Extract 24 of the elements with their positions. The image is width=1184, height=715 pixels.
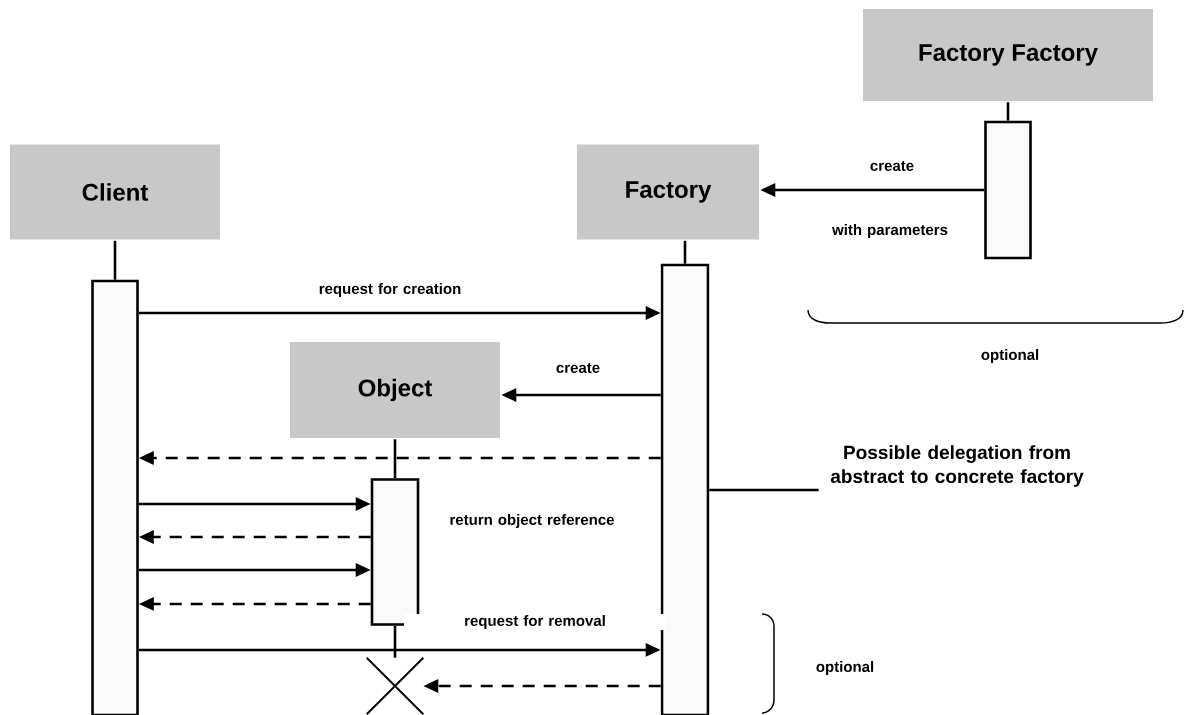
- lifeline: [393, 625, 397, 658]
- edge-label: create: [870, 161, 914, 171]
- edge-label: request for removal: [465, 615, 605, 629]
- edge-label: request for creation: [319, 283, 461, 297]
- activation-bar: [370, 478, 420, 626]
- edge-label: create: [556, 363, 600, 373]
- connector-line: [709, 488, 819, 492]
- note-label: optional: [816, 661, 874, 675]
- lifeline: [113, 240, 117, 280]
- destruction-mark: [365, 656, 425, 715]
- note-label: with parameters: [832, 224, 948, 238]
- note-text: Possible delegation from abstract to concrete factory: [830, 445, 1084, 487]
- lifeline: [683, 240, 687, 264]
- lifeline-head: Object: [290, 342, 500, 438]
- lifeline-head: Client: [10, 144, 220, 240]
- activation-bar: [660, 263, 710, 715]
- lifeline-head: Factory Factory: [863, 9, 1153, 101]
- activation-bar: [91, 279, 139, 715]
- note-label: optional: [981, 349, 1039, 363]
- lifeline: [393, 439, 397, 479]
- edge-label: return object reference: [450, 514, 614, 528]
- lifeline: [1006, 102, 1010, 121]
- activation-bar: [984, 120, 1032, 260]
- lifeline-head: Factory: [577, 144, 759, 240]
